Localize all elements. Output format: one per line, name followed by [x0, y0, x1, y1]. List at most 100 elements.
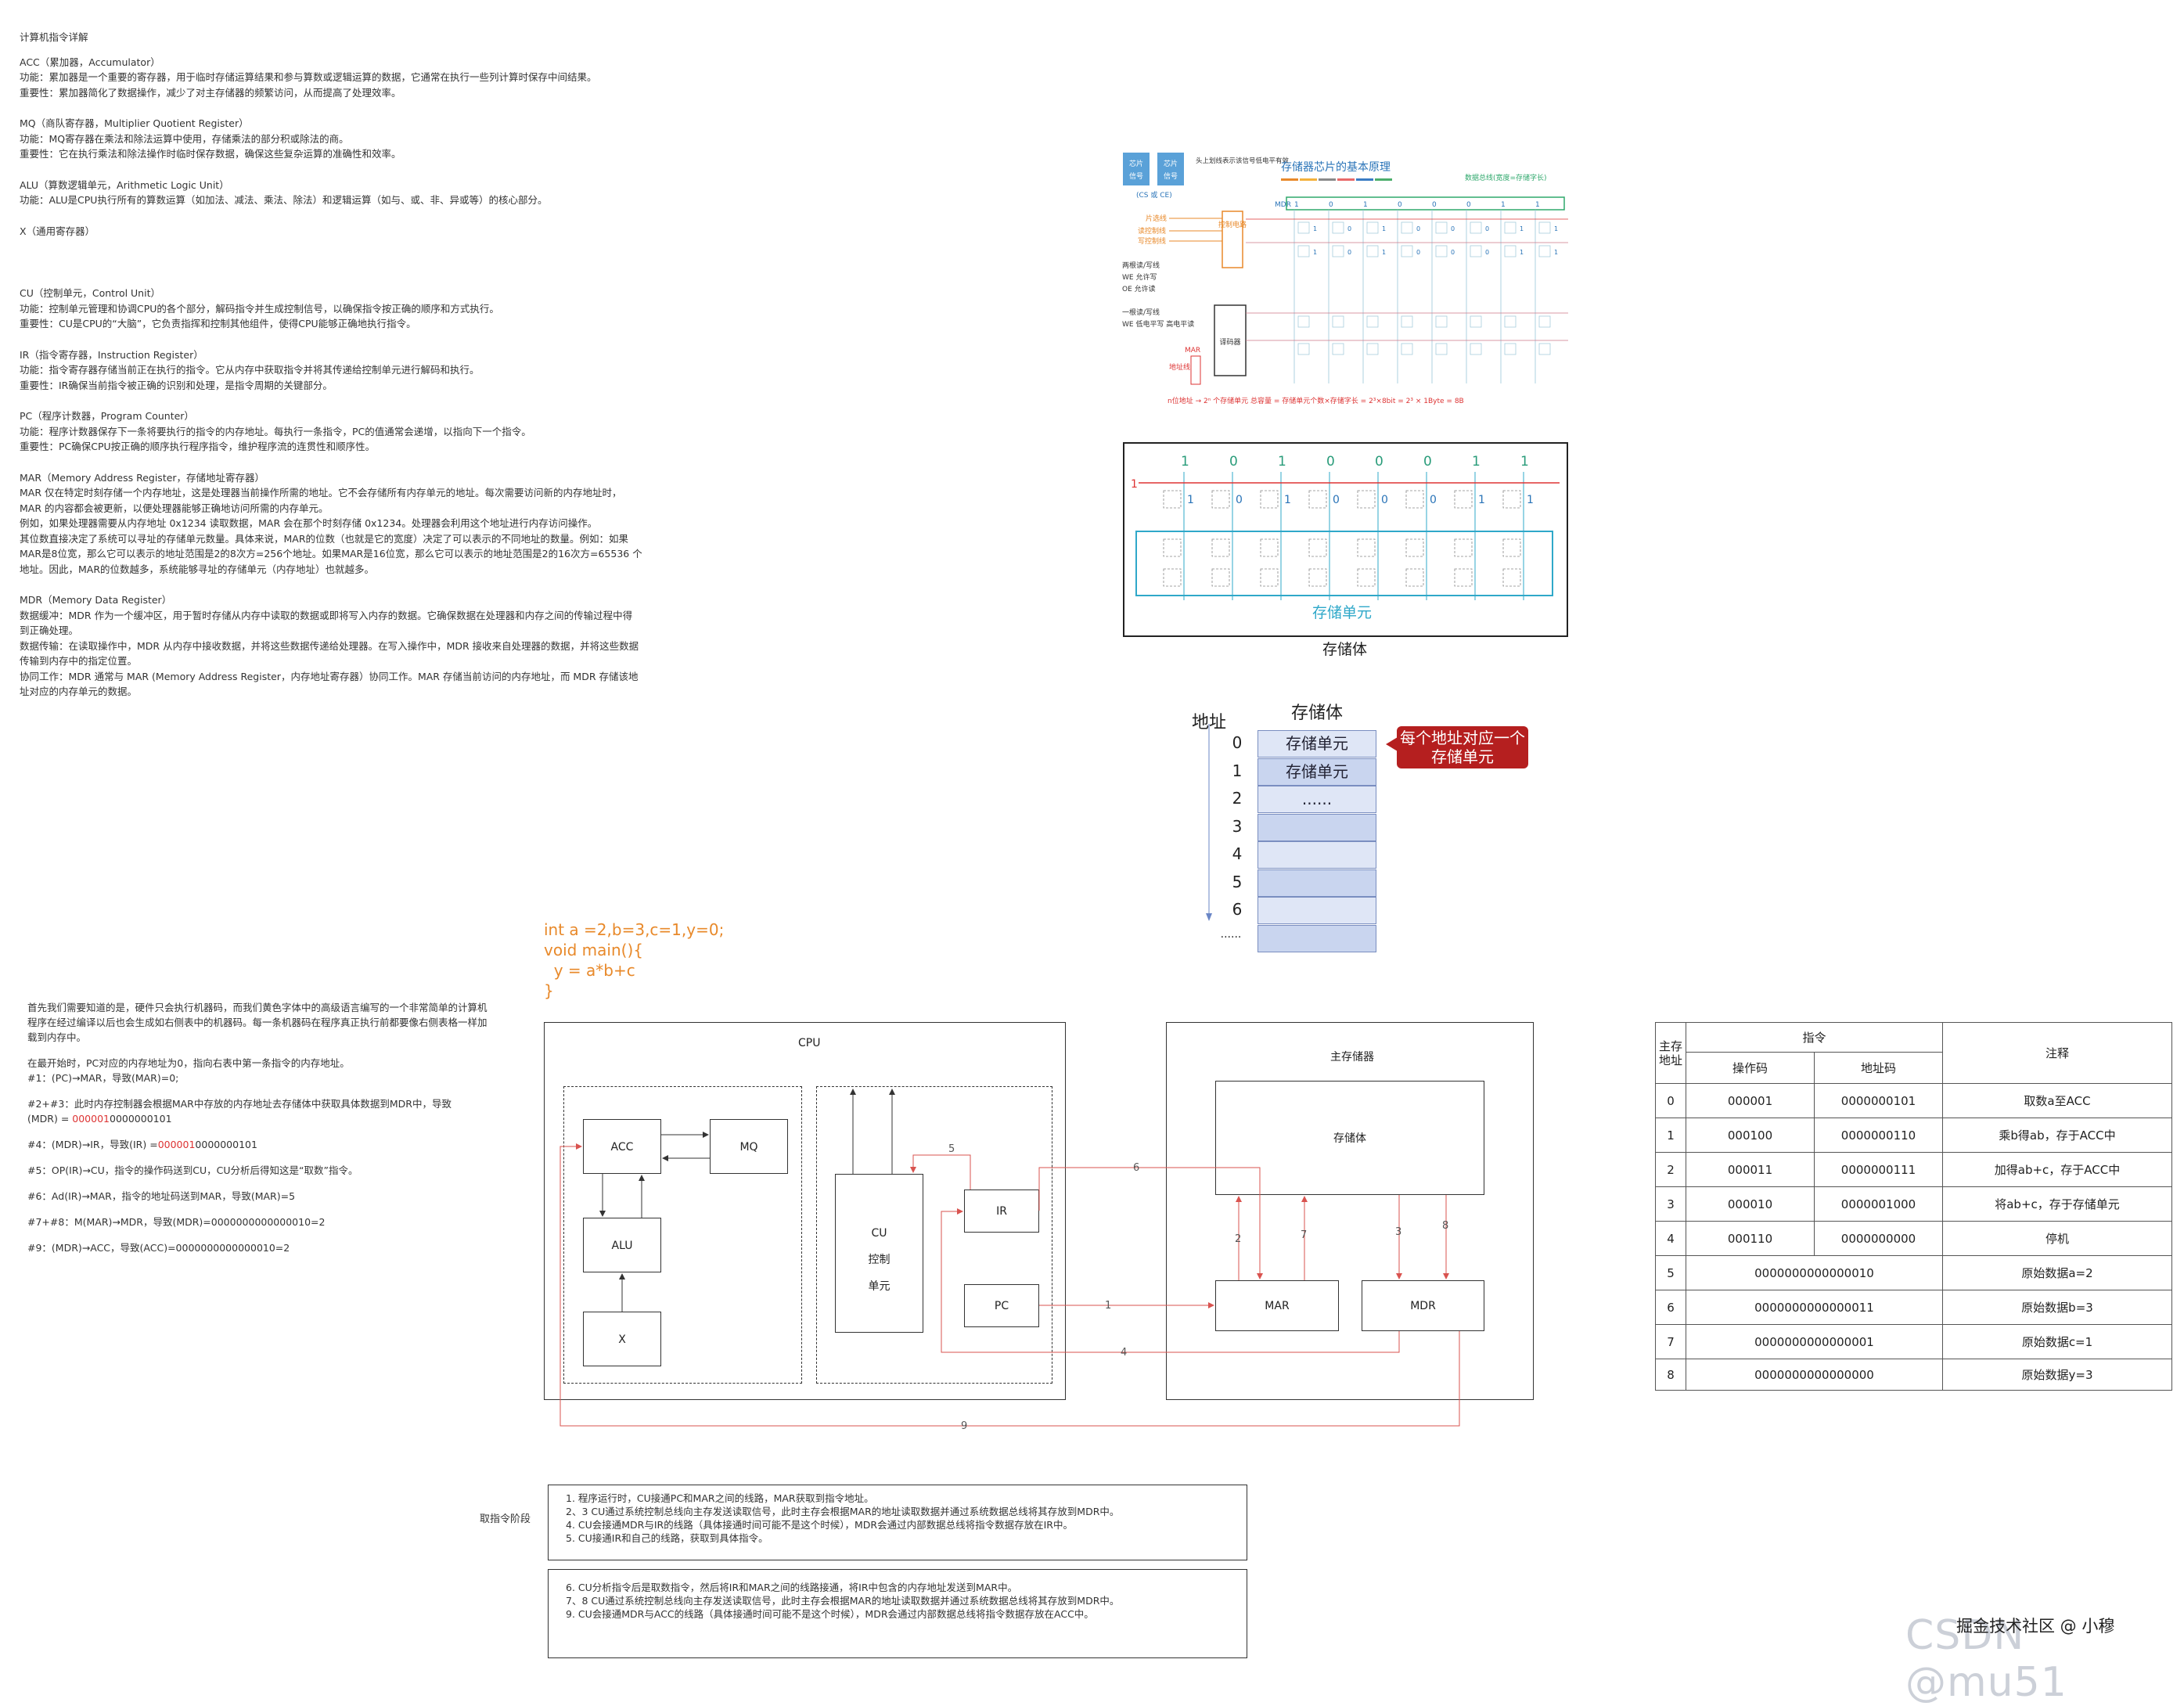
- address-index: 3: [1232, 816, 1243, 836]
- notes-section-head: CU（控制单元，Control Unit）: [20, 287, 160, 299]
- chip-mdr-bit: 0: [1466, 201, 1471, 209]
- table-cell: 000010: [1686, 1186, 1815, 1222]
- memory-cell: [1163, 538, 1182, 557]
- table-cell: 4: [1655, 1221, 1686, 1256]
- wire-num-4: 4: [1121, 1347, 1127, 1359]
- chip-decoder-text: 译码器: [1219, 338, 1240, 347]
- chip-one-line: 一根读/写线: [1122, 308, 1160, 317]
- notes-section: X（通用寄存器）: [20, 224, 669, 271]
- memory-array-bit: 1: [1472, 454, 1481, 470]
- fetch-note-line: 7、8 CU通过系统控制总线向主存发送读取信号，此时主存会根据MAR的地址读取数…: [566, 1595, 1120, 1607]
- chip-cell: [1366, 221, 1379, 234]
- chip-mdr-bit: 0: [1398, 201, 1402, 209]
- fetch-notes-box-1: 1. 程序运行时，CU接通PC和MAR之间的线路，MAR获取到指令地址。2、3 …: [548, 1485, 1247, 1560]
- address-diagram-title: 存储体: [1291, 704, 1344, 723]
- notes-line: 重要性：它在执行乘法和除法操作时临时保存数据，确保这些复杂运算的准确性和效率。: [20, 148, 401, 160]
- address-index: ......: [1220, 927, 1242, 941]
- chip-cell: [1332, 221, 1344, 234]
- memory-cell: [1308, 490, 1327, 509]
- chip-cell: [1435, 343, 1448, 355]
- storage-cell: 存储单元: [1258, 758, 1376, 786]
- table-cell: 0000001000: [1814, 1186, 1943, 1222]
- address-index: 4: [1232, 844, 1243, 863]
- notes-line: 重要性：CU是CPU的“大脑”，它负责指挥和控制其他组件，使得CPU能够正确地执…: [20, 318, 416, 329]
- memory-cell: [1260, 490, 1279, 509]
- memory-array-bit: 0: [1375, 454, 1383, 470]
- fetch-note-line: 9. CU会接通MDR与ACC的线路（具体接通时间可能不是这个时候），MDR会通…: [566, 1608, 1094, 1620]
- wire-num-9: 9: [961, 1420, 967, 1432]
- chip-cell: [1366, 245, 1379, 257]
- memory-cell: [1357, 490, 1376, 509]
- alu-unit: ALU: [583, 1218, 661, 1272]
- chip-select-box-left: [1123, 153, 1150, 185]
- chip-cell-bit: 0: [1347, 225, 1351, 232]
- chip-cell-bit: 1: [1382, 225, 1386, 232]
- th-opcode: 操作码: [1686, 1052, 1815, 1084]
- notes-section: PC（程序计数器，Program Counter）功能：程序计数器保存下一条将要…: [20, 409, 669, 455]
- notes-line: 功能：MQ寄存器在乘法和除法运算中使用，存储乘法的部分积或除法的商。: [20, 132, 349, 145]
- memory-unit-highlight: [1135, 531, 1553, 596]
- notes-line: 其位数直接决定了系统可以寻址的存储单元数量。具体来说，MAR的位数（也就是它的宽…: [20, 532, 629, 545]
- chip-cell: [1470, 221, 1482, 234]
- memory-cell: [1260, 538, 1279, 557]
- memory-cell: [1405, 490, 1424, 509]
- table-cell: 0000000111: [1814, 1152, 1943, 1187]
- notes-line: 功能：控制单元管理和协调CPU的各个部分，解码指令并生成控制信号，以确保指令按正…: [20, 302, 499, 315]
- fetch-note-line: 6. CU分析指令后是取数指令，然后将IR和MAR之间的线路接通，将IR中包含的…: [566, 1582, 1018, 1593]
- chip-cell: [1297, 343, 1310, 355]
- memory-array-caption: 存储体: [1322, 641, 1368, 658]
- memory-cell: [1405, 538, 1424, 557]
- chip-cell-bit: 0: [1485, 225, 1489, 232]
- chip-cell: [1332, 315, 1344, 328]
- chip-cell: [1538, 315, 1551, 328]
- source-code: int a =2,b=3,c=1,y=0; void main(){ y = a…: [544, 920, 724, 1001]
- fetch-note-line: 2、3 CU通过系统控制总线向主存发送读取信号，此时主存会根据MAR的地址读取数…: [566, 1506, 1120, 1517]
- memory-cell: [1211, 568, 1230, 587]
- mar-register: MAR: [1215, 1280, 1339, 1331]
- walk-step-4: #4：(MDR)→IR，导致(IR) =0000010000000101: [27, 1139, 257, 1150]
- table-cell: 0000000000000011: [1686, 1290, 1943, 1325]
- chip-cell: [1504, 245, 1517, 257]
- chip-color-strip: [1281, 178, 1392, 181]
- chip-cell: [1297, 315, 1310, 328]
- chip-mar-box: [1190, 355, 1201, 385]
- chip-mar-label: MAR: [1185, 347, 1200, 355]
- table-cell: 原始数据c=1: [1942, 1324, 2172, 1359]
- code-line: void main(){: [544, 941, 643, 959]
- chip-cell: [1504, 343, 1517, 355]
- chip-cell: [1297, 245, 1310, 257]
- cu-unit: CU 控制 单元: [835, 1174, 923, 1333]
- table-cell: 0000000110: [1814, 1118, 1943, 1153]
- storage-cell: [1258, 813, 1376, 841]
- table-cell: 乘b得ab，存于ACC中: [1942, 1118, 2172, 1153]
- table-cell: 000001: [1686, 1083, 1815, 1118]
- notes-panel: 计算机指令详解 ACC（累加器，Accumulator）功能：累加器是一个重要的…: [20, 30, 669, 715]
- chip-cell: [1401, 315, 1413, 328]
- mdr-register: MDR: [1362, 1280, 1484, 1331]
- chip-cell: [1401, 343, 1413, 355]
- cpu-label: CPU: [798, 1037, 821, 1049]
- cu-label-2: 控制: [868, 1254, 891, 1266]
- chip-label-right2: 信号: [1164, 171, 1178, 181]
- notes-line: 址对应的内存单元的数据。: [20, 686, 138, 697]
- pc-register: PC: [964, 1284, 1039, 1327]
- chip-cell-bit: 1: [1313, 249, 1317, 256]
- fetch-note-line: 4. CU会接通MDR与IR的线路（具体接通时间可能不是这个时候），MDR会通过…: [566, 1519, 1073, 1531]
- memory-cell: [1357, 538, 1376, 557]
- chip-mdr-bit: 1: [1294, 201, 1299, 209]
- table-cell: 0: [1655, 1083, 1686, 1118]
- walk-step-2-3-result: (MDR) = 0000010000000101: [27, 1113, 172, 1125]
- storage-cell: [1258, 924, 1376, 952]
- table-cell: 取数a至ACC: [1942, 1083, 2172, 1118]
- memory-cell: [1502, 490, 1521, 509]
- memory-cell: [1405, 568, 1424, 587]
- notes-line: 地址。因此，MAR的位数越多，系统能够寻址的存储单元（内存地址）也就越多。: [20, 563, 375, 575]
